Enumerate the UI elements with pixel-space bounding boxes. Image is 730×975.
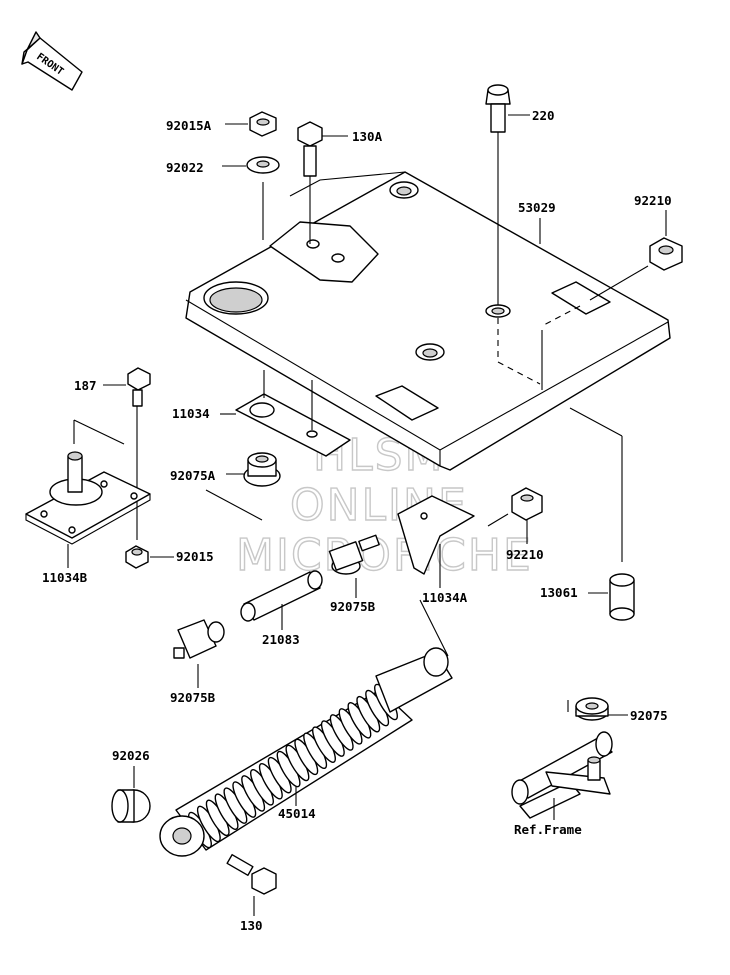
washer-92022: [222, 156, 280, 240]
label-45014: 45014: [278, 806, 316, 821]
label-92210-mid: 92210: [506, 547, 544, 562]
nut-92210-top: [541, 210, 683, 390]
pin-21083: [240, 570, 323, 630]
label-53029: 53029: [518, 200, 556, 215]
label-130A: 130A: [352, 129, 383, 144]
watermark-line-3: MICROFICHE: [236, 530, 533, 581]
grommet-92075B-left: [173, 619, 225, 688]
label-92075B-mid: 92075B: [330, 599, 376, 614]
bracket-11034A: [397, 495, 475, 588]
label-187: 187: [74, 378, 97, 393]
label-11034A: 11034A: [422, 590, 468, 605]
plate-53029: [185, 171, 671, 471]
label-92210-top: 92210: [634, 193, 672, 208]
label-92015: 92015: [176, 549, 214, 564]
front-arrow-icon: FRONT: [21, 31, 83, 91]
washer-92075: [575, 697, 628, 721]
grommet-92075B-mid: [328, 534, 380, 598]
nut-92210-mid: [487, 487, 543, 544]
bolt-220: [485, 84, 541, 385]
watermark: HLSM ONLINE MICROFICHE: [235, 429, 533, 581]
bolt-130A: [297, 121, 348, 244]
label-92026: 92026: [112, 748, 150, 763]
bracket-11034: [220, 370, 351, 457]
mount-11034B: [25, 419, 151, 568]
bushing-92026: [111, 766, 151, 823]
nut-92015A: [225, 111, 277, 137]
label-220: 220: [532, 108, 555, 123]
label-13061: 13061: [540, 585, 578, 600]
bolt-187: [103, 367, 151, 540]
label-11034: 11034: [172, 406, 210, 421]
nut-92015: [125, 545, 174, 569]
label-92075: 92075: [630, 708, 668, 723]
label-92015A: 92015A: [166, 118, 212, 133]
part-labels: 92015A 130A 220 92022 53029 92210 187 11…: [42, 108, 672, 933]
collar-13061: [569, 407, 635, 621]
label-92075A: 92075A: [170, 468, 216, 483]
label-92022: 92022: [166, 160, 204, 175]
ref-frame: [511, 700, 613, 820]
label-92075B-left: 92075B: [170, 690, 216, 705]
label-21083: 21083: [262, 632, 300, 647]
label-130: 130: [240, 918, 263, 933]
label-ref-frame: Ref.Frame: [514, 822, 582, 837]
grommet-92075A: [205, 452, 281, 521]
label-11034B: 11034B: [42, 570, 88, 585]
shock-absorber-45014: [159, 599, 453, 857]
bolt-130: [226, 853, 277, 916]
